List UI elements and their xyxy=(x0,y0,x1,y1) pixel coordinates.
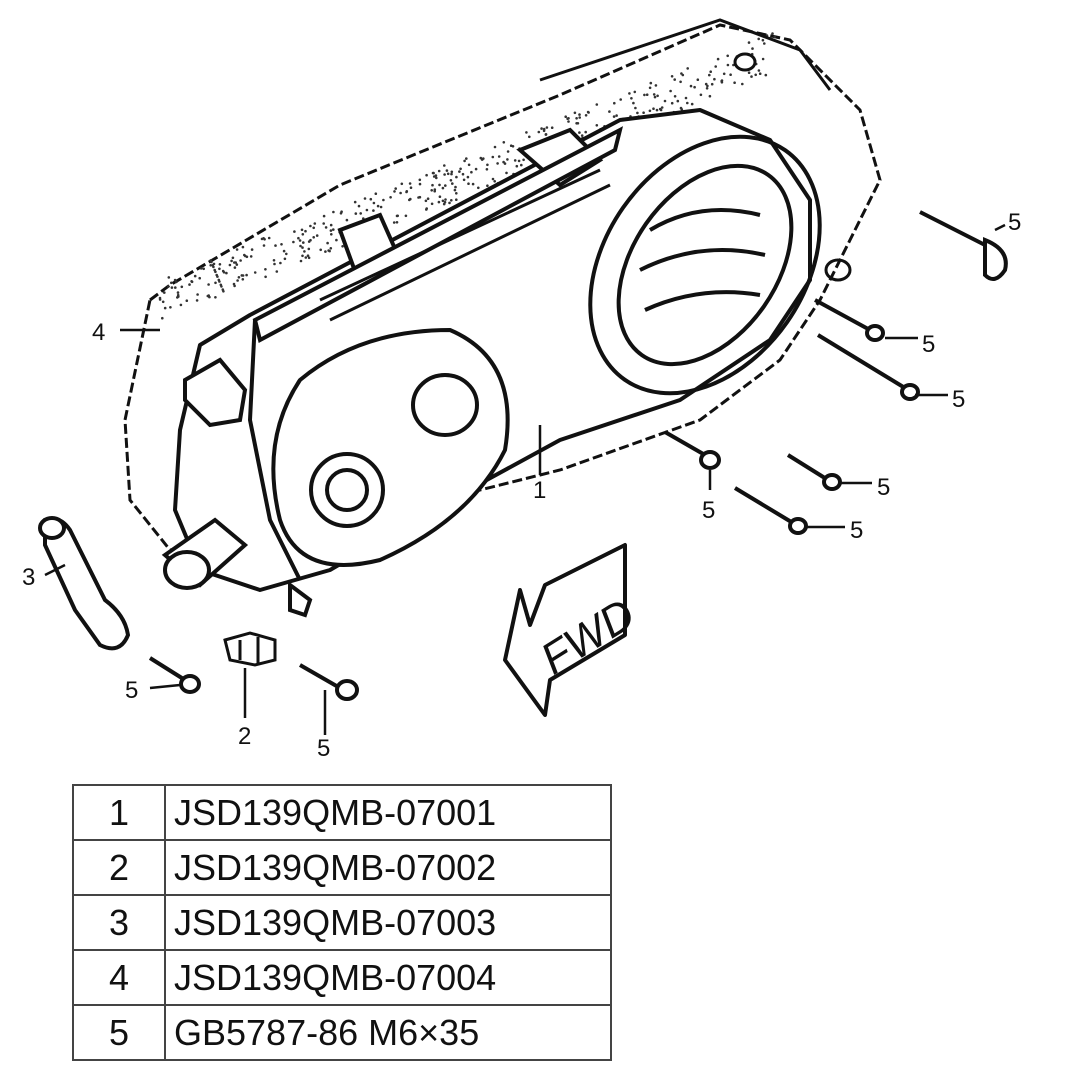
callout-5-top: 5 xyxy=(1008,209,1021,236)
callout-5-e: 5 xyxy=(850,517,863,544)
part-number: 4 xyxy=(72,949,166,1006)
callout-1: 1 xyxy=(533,477,546,504)
cover-rail xyxy=(319,18,852,322)
callout-4: 4 xyxy=(92,319,105,346)
part-code: JSD139QMB-07003 xyxy=(164,894,612,951)
leader-lines xyxy=(44,223,1006,735)
vent-ring xyxy=(588,134,822,396)
callout-5-f: 5 xyxy=(125,677,138,704)
bracket-part xyxy=(223,631,277,667)
part-number: 2 xyxy=(72,839,166,896)
part-number: 1 xyxy=(72,784,166,841)
callout-5-c: 5 xyxy=(702,497,715,524)
exploded-parts-diagram: 1 2 3 4 5 5 5 5 5 5 5 5 FWD xyxy=(22,18,1021,762)
callout-5-b: 5 xyxy=(952,386,965,413)
part-code: JSD139QMB-07004 xyxy=(164,949,612,1006)
part-code: GB5787-86 M6×35 xyxy=(164,1004,612,1061)
part-code: JSD139QMB-07002 xyxy=(164,839,612,896)
lever-part xyxy=(38,516,131,651)
bolts xyxy=(148,210,1008,701)
callout-5-d: 5 xyxy=(877,474,890,501)
callout-3: 3 xyxy=(22,564,35,591)
callout-2: 2 xyxy=(238,723,251,750)
callout-5-a: 5 xyxy=(922,331,935,358)
part-number: 3 xyxy=(72,894,166,951)
part-code: JSD139QMB-07001 xyxy=(164,784,612,841)
part-number: 5 xyxy=(72,1004,166,1061)
callout-5-g: 5 xyxy=(317,735,330,762)
forward-arrow: FWD xyxy=(503,543,643,717)
